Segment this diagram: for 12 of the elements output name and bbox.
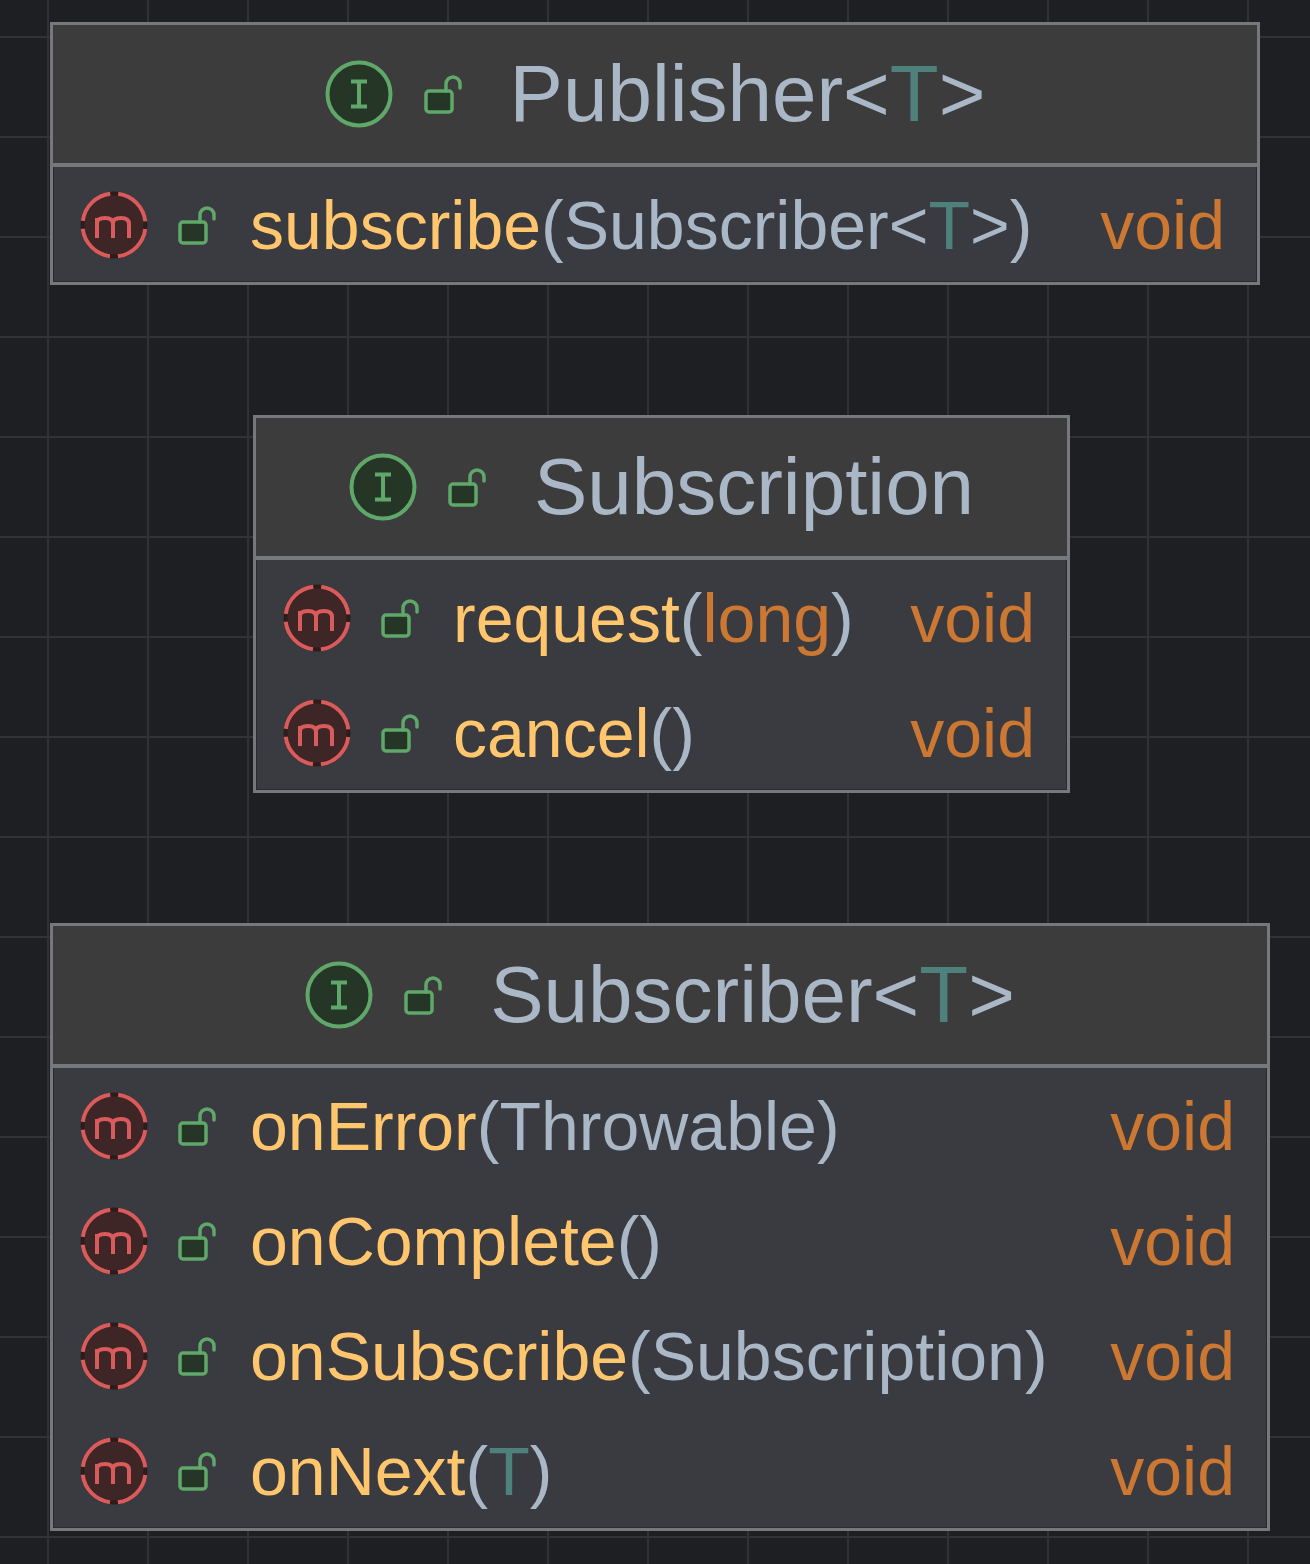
return-type: void: [1110, 1321, 1235, 1390]
return-type: void: [910, 583, 1035, 652]
return-type: void: [910, 698, 1035, 767]
return-type: void: [1100, 190, 1225, 259]
class-box: [253, 415, 1070, 793]
class-name: Publisher<T>: [509, 54, 986, 134]
class-box: [50, 22, 1260, 285]
class-name: Subscriber<T>: [490, 955, 1015, 1035]
return-type: void: [1110, 1091, 1235, 1160]
return-type: void: [1110, 1206, 1235, 1275]
return-type: void: [1110, 1436, 1235, 1505]
class-box: [50, 923, 1270, 1531]
